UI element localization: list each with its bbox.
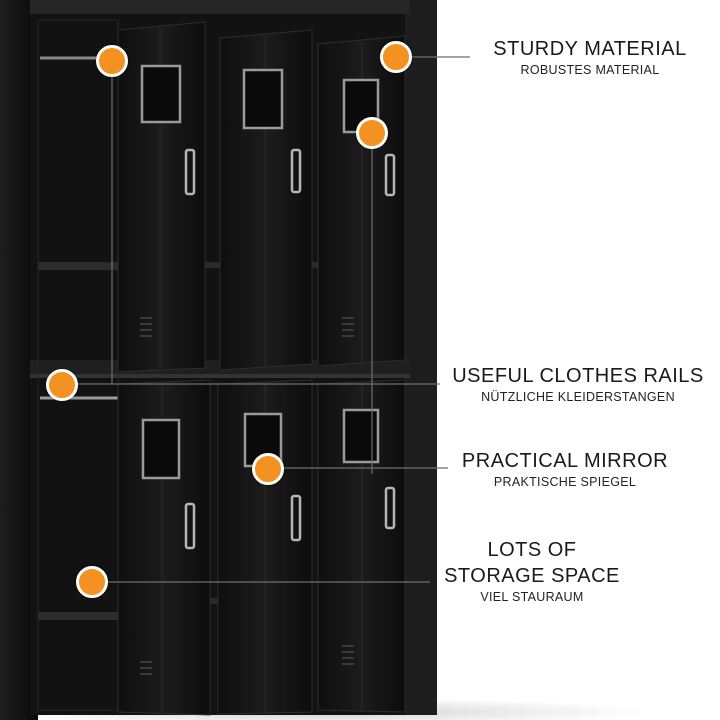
feature-practical-mirror: PRACTICAL MIRROR PRAKTISCHE SPIEGEL	[450, 448, 680, 490]
callout-dot-material	[380, 41, 412, 73]
feature-storage-space: LOTS OF STORAGE SPACE VIEL STAURAUM	[430, 537, 634, 605]
door-handles	[184, 148, 396, 550]
feature-sturdy-material: STURDY MATERIAL ROBUSTES MATERIAL	[470, 36, 710, 78]
feature-subtitle: ROBUSTES MATERIAL	[520, 63, 660, 77]
feature-clothes-rails: USEFUL CLOTHES RAILS NÜTZLICHE KLEIDERST…	[440, 363, 716, 405]
callout-dot-storage	[76, 566, 108, 598]
callout-dot-mirror	[252, 453, 284, 485]
callout-dot-rails	[46, 369, 78, 401]
callout-dot-mirror-top	[356, 117, 388, 149]
feature-title-line1: LOTS OF	[487, 539, 577, 561]
feature-subtitle: PRAKTISCHE SPIEGEL	[493, 475, 637, 489]
feature-subtitle: VIEL STAURAUM	[480, 590, 584, 604]
feature-subtitle: NÜTZLICHE KLEIDERSTANGEN	[481, 390, 675, 404]
feature-title: PRACTICAL MIRROR	[461, 450, 669, 472]
feature-title: USEFUL CLOTHES RAILS	[452, 365, 704, 387]
door-vents	[140, 317, 354, 675]
locker-doors	[117, 21, 406, 716]
feature-title-line2: STORAGE SPACE	[444, 565, 620, 587]
door-mirrors	[140, 64, 380, 480]
callout-dot-material-left	[96, 45, 128, 77]
callout-leader-lines	[62, 56, 470, 583]
feature-title: STURDY MATERIAL	[493, 38, 687, 60]
